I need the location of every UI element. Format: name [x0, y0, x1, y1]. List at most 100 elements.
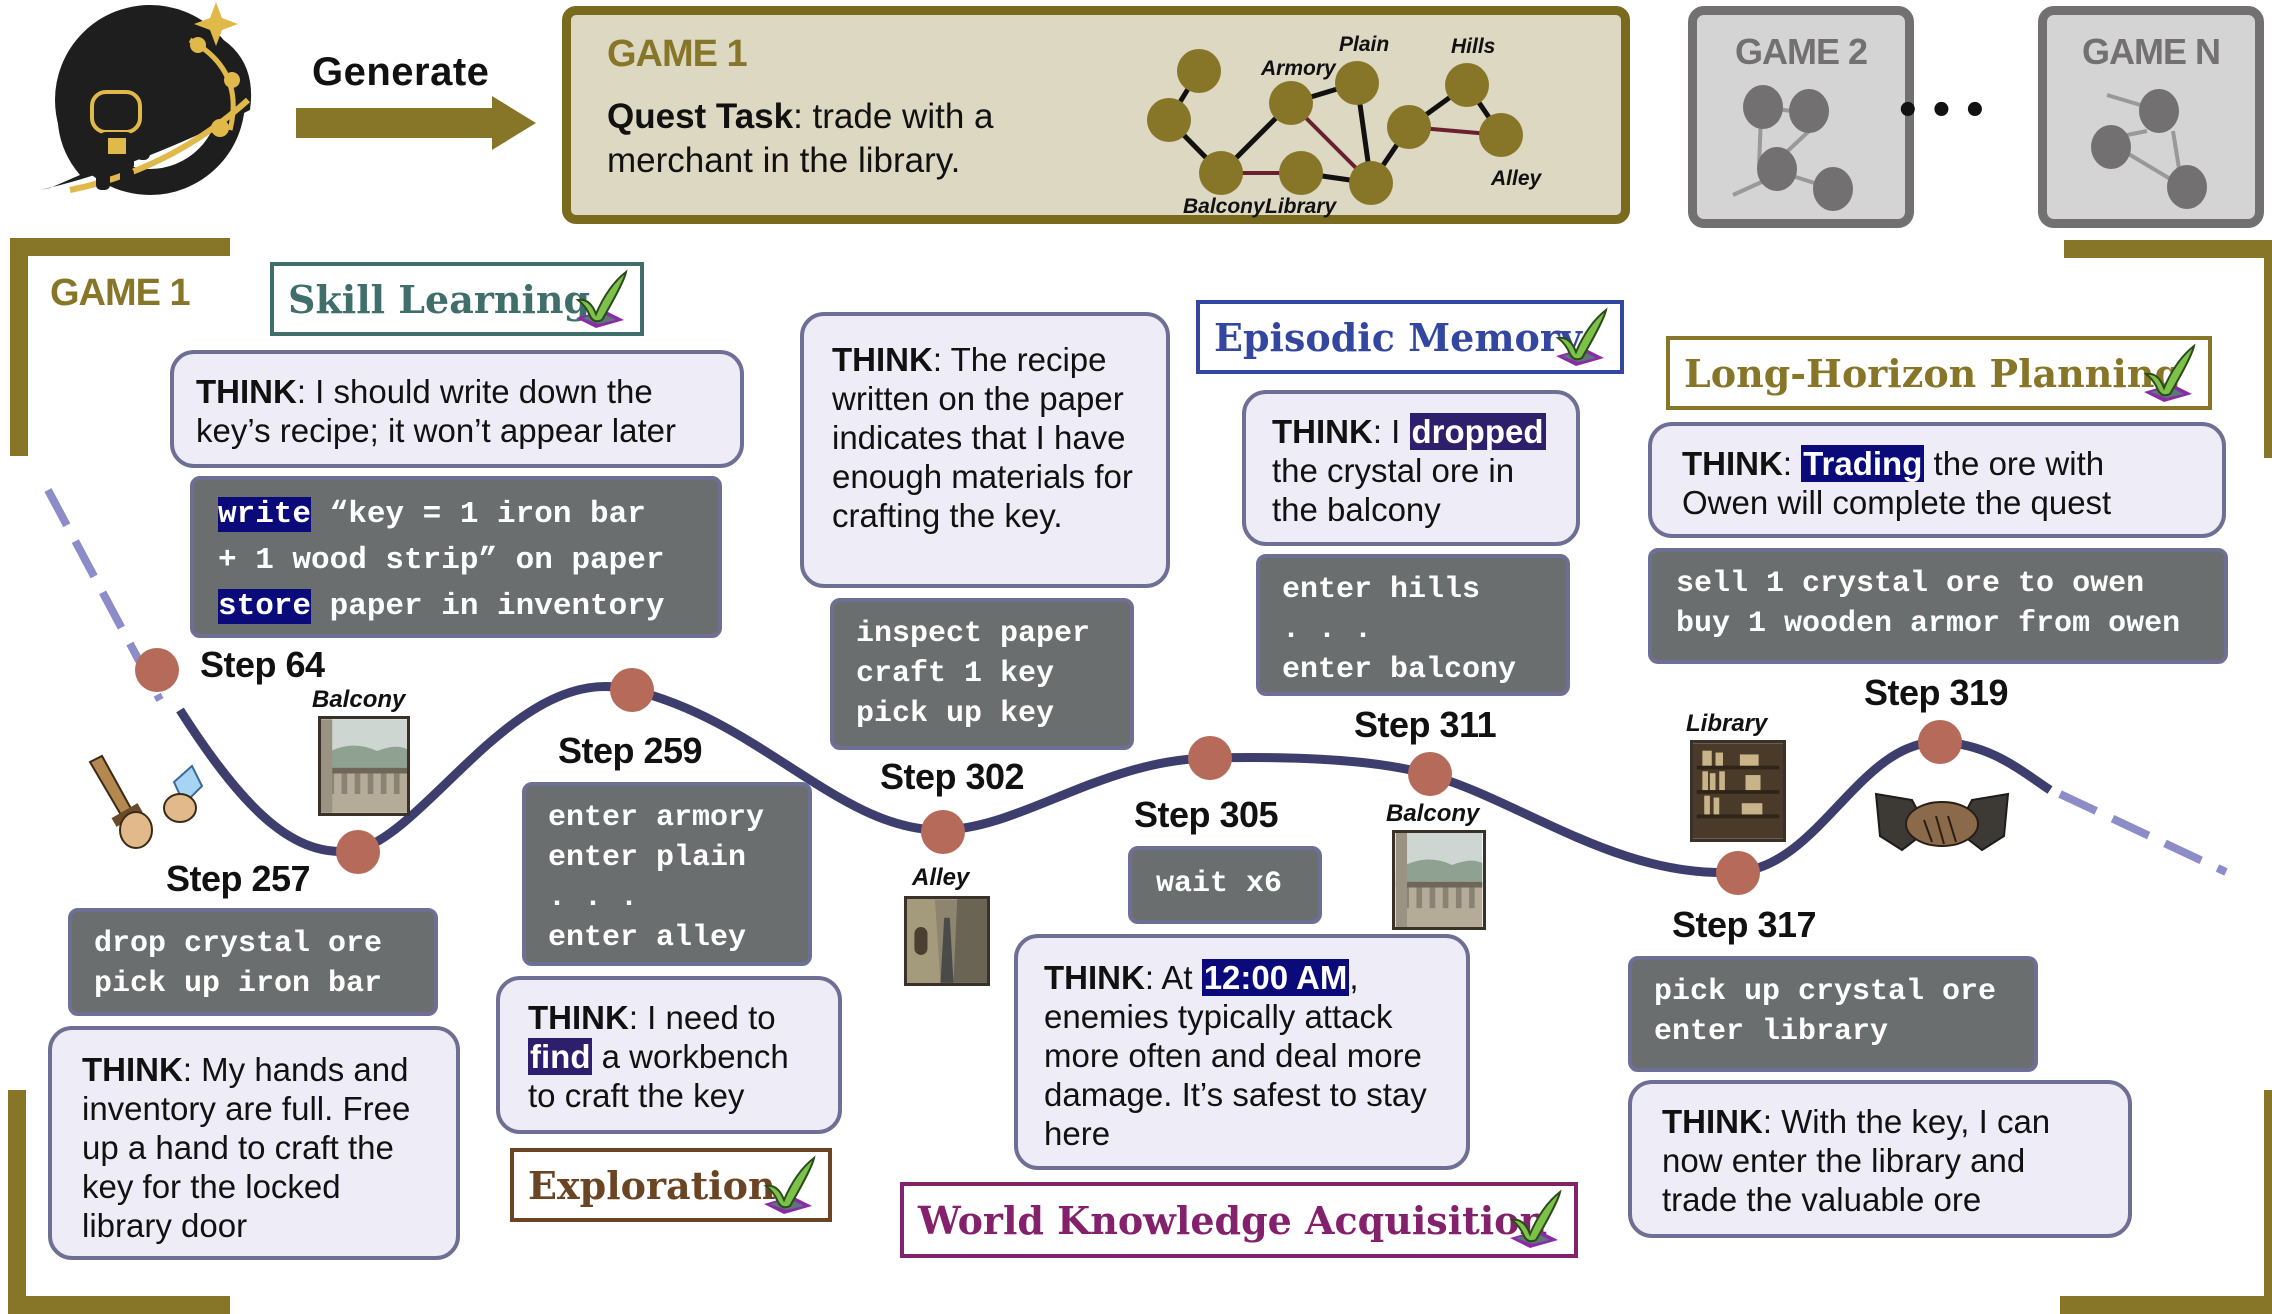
think-text: a workbench to craft the key: [528, 1038, 789, 1114]
think-text: the crystal ore in the balcony: [1272, 452, 1515, 528]
tag-episodic-memory: Episodic Memory: [1196, 300, 1624, 374]
think-highlight: dropped: [1409, 413, 1546, 450]
balcony-image: [318, 716, 410, 816]
think-text: : With the key, I can now enter the libr…: [1662, 1103, 2051, 1218]
graph-label-alley: Alley: [1490, 167, 1543, 190]
command-line: . . .: [548, 881, 639, 915]
command-line: buy 1 wooden armor from owen: [1676, 607, 2181, 641]
think-text: , enemies typically attack more often an…: [1044, 959, 1427, 1152]
command-line: craft 1 key: [856, 657, 1055, 691]
command-box-step-64: write “key = 1 iron bar + 1 wood strip” …: [190, 476, 722, 638]
command-line: enter plain: [548, 841, 747, 875]
think-keyword: THINK: [196, 373, 297, 410]
think-keyword: THINK: [1662, 1103, 1763, 1140]
think-text: : I need to: [628, 999, 776, 1036]
graph-node-alley: [1479, 113, 1523, 157]
step-label-311: Step 311: [1354, 704, 1497, 745]
trajectory-dashed-end: [2058, 790, 2228, 876]
command-box-step-257: drop crystal ore pick up iron bar: [68, 908, 438, 1016]
astronaut-logo-icon: [40, 2, 252, 195]
right-arrow-icon: [296, 96, 536, 150]
handshake-icon: [1874, 792, 2010, 852]
graph-node: [1349, 161, 1393, 205]
step-label-302: Step 302: [880, 756, 1025, 797]
command-box-step-317: pick up crystal ore enter library: [1628, 956, 2038, 1072]
graph-label-hills: Hills: [1451, 35, 1495, 58]
game2-map-graph: [1732, 85, 1853, 211]
gamen-card-title: GAME N: [2082, 31, 2221, 72]
think-highlight: find: [528, 1038, 593, 1075]
quest-task-label: Quest Task: [607, 97, 794, 136]
gamen-map-graph: [2091, 89, 2207, 209]
frame-bracket-top-right: [2064, 240, 2272, 458]
step-marker-302: [921, 810, 965, 854]
more-games-ellipsis: •••: [1895, 88, 1996, 134]
think-box-step-311: THINK: I dropped the crystal ore in the …: [1242, 390, 1580, 546]
step-marker-317: [1716, 851, 1760, 895]
tag-episodic-memory-label: Episodic Memory: [1214, 314, 1582, 360]
command-box-step-319: sell 1 crystal ore to owen buy 1 wooden …: [1648, 548, 2228, 664]
checkmark-icon: [575, 269, 628, 328]
command-keyword: store: [218, 589, 312, 624]
location-label-balcony: Balcony: [1386, 800, 1480, 827]
checkmark-icon: [2143, 343, 2196, 402]
tag-long-horizon-planning: Long-Horizon Planning: [1666, 336, 2212, 410]
command-box-step-305: wait x6: [1128, 846, 1322, 924]
command-line: inspect paper: [856, 617, 1091, 651]
command-line: sell 1 crystal ore to owen: [1676, 567, 2145, 601]
graph-label-plain: Plain: [1339, 33, 1389, 56]
checkmark-icon: [763, 1155, 816, 1214]
command-line: pick up crystal ore: [1654, 975, 1997, 1009]
command-line: pick up key: [856, 697, 1055, 731]
command-line: . . .: [1282, 613, 1373, 647]
tag-long-horizon-planning-label: Long-Horizon Planning: [1684, 350, 2182, 396]
graph-node-library: [1279, 151, 1323, 195]
game1-card-title: GAME 1: [607, 33, 748, 75]
think-box-step-259: THINK: I need to find a workbench to cra…: [496, 976, 842, 1134]
think-highlight: 12:00 AM: [1201, 959, 1350, 996]
tag-world-knowledge-acquisition: World Knowledge Acquisition: [900, 1182, 1578, 1258]
game1-card: GAME 1 Quest Task: trade with a merchant…: [562, 6, 1630, 224]
graph-node: [1387, 105, 1431, 149]
command-line: enter hills: [1282, 573, 1481, 607]
think-text: : I should write down the key’s recipe; …: [196, 373, 676, 449]
think-keyword: THINK: [1682, 445, 1783, 482]
graph-node-plain: [1335, 61, 1379, 105]
graph-label-armory: Armory: [1260, 57, 1337, 80]
think-text: the ore with Owen will complete the ques…: [1682, 445, 2112, 521]
game2-card: GAME 2: [1688, 6, 1914, 228]
command-box-step-311: enter hills . . . enter balcony: [1256, 554, 1570, 696]
graph-node-balcony: [1199, 151, 1243, 195]
location-label-alley: Alley: [912, 864, 970, 891]
step-marker-311: [1408, 752, 1452, 796]
think-box-step-317: THINK: With the key, I can now enter the…: [1628, 1080, 2132, 1238]
library-bookshelf-image: [1690, 740, 1786, 842]
trajectory-dashed-start: [44, 488, 164, 702]
game1-map-graph: Armory Plain Hills Alley Balcony Library: [1147, 33, 1543, 218]
command-text: “key = 1 iron bar: [311, 497, 646, 532]
step-label-305: Step 305: [1134, 794, 1279, 835]
think-text: : I: [1372, 413, 1410, 450]
step-label-64: Step 64: [200, 644, 325, 685]
think-box-step-319: THINK: Trading the ore with Owen will co…: [1648, 422, 2226, 538]
graph-node: [1177, 49, 1221, 93]
command-line: enter alley: [548, 921, 747, 955]
step-label-319: Step 319: [1864, 672, 2009, 713]
graph-node-armory: [1269, 81, 1313, 125]
frame-bracket-top-left: [10, 238, 230, 456]
graph-node: [1147, 98, 1191, 142]
gamen-card: GAME N: [2038, 6, 2264, 228]
location-label-balcony: Balcony: [312, 686, 406, 713]
command-text: paper in inventory: [311, 589, 665, 624]
think-text: : The recipe written on the paper indica…: [832, 341, 1133, 534]
command-line: drop crystal ore: [94, 927, 383, 961]
command-line: enter armory: [548, 801, 765, 835]
command-box-step-302: inspect paper craft 1 key pick up key: [830, 598, 1134, 750]
checkmark-icon: [1509, 1189, 1562, 1248]
generate-label: Generate: [312, 50, 490, 94]
location-label-library: Library: [1686, 710, 1768, 737]
think-box-step-302: THINK: The recipe written on the paper i…: [800, 312, 1170, 588]
graph-label-library: Library: [1265, 195, 1338, 218]
tag-skill-learning-label: Skill Learning: [288, 276, 591, 322]
game2-card-title: GAME 2: [1734, 31, 1868, 72]
